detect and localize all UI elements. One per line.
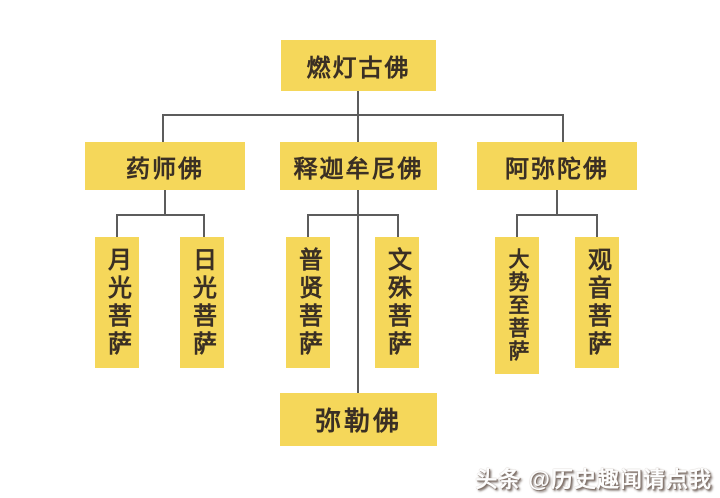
connector-drop-amituo [562, 114, 564, 142]
connector-shijia-mile-stem [357, 190, 359, 393]
node-randeng-gufo: 燃灯古佛 [281, 40, 436, 91]
node-yaoshi-fo: 药师佛 [85, 142, 245, 190]
connector-root-stem [357, 91, 359, 142]
connector-drop-yaoshi [162, 114, 164, 142]
node-wenshu-pusa: 文殊菩萨 [375, 237, 419, 368]
node-dashizhi-pusa: 大势至菩萨 [495, 237, 539, 374]
node-amituo-fo: 阿弥陀佛 [477, 142, 637, 190]
connector-drop-guanyin [596, 214, 598, 237]
node-yueguang-pusa: 月光菩萨 [95, 237, 139, 368]
connector-drop-yueguang [116, 214, 118, 237]
node-riguang-pusa: 日光菩萨 [180, 237, 224, 368]
toutiao-watermark: 头条 @历史趣闻请点我 [475, 467, 712, 492]
node-guanyin-pusa: 观音菩萨 [575, 237, 619, 368]
connector-shijia-bus [307, 214, 399, 216]
connector-drop-dashizhi [516, 214, 518, 237]
connector-drop-riguang [203, 214, 205, 237]
node-shijiamouni-fo: 释迦牟尼佛 [280, 142, 437, 190]
connector-amituo-stem [556, 190, 558, 216]
connector-drop-puxian [307, 214, 309, 237]
connector-yaoshi-stem [164, 190, 166, 216]
connector-level2-bus [162, 114, 564, 116]
connector-amituo-bus [516, 214, 598, 216]
node-puxian-pusa: 普贤菩萨 [286, 237, 330, 368]
node-mile-fo: 弥勒佛 [280, 393, 437, 446]
connector-yaoshi-bus [116, 214, 205, 216]
connector-drop-wenshu [397, 214, 399, 237]
